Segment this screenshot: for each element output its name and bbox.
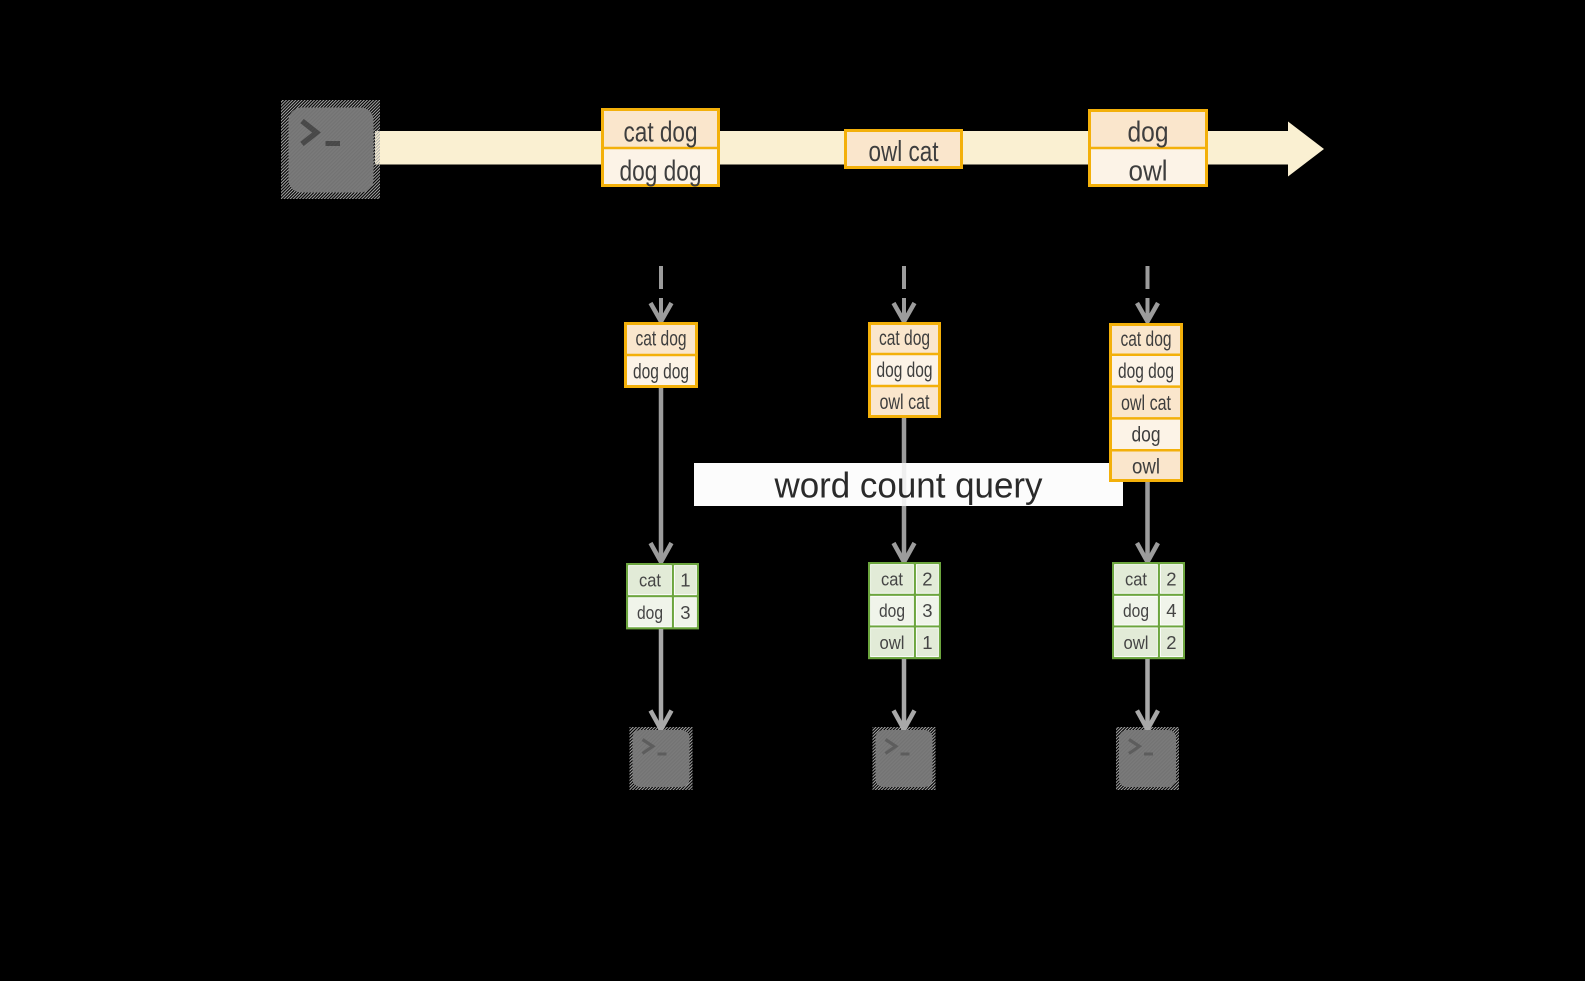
svg-text:3: 3 — [922, 600, 932, 621]
svg-text:cat dog: cat dog — [1121, 328, 1172, 351]
svg-text:cat dog: cat dog — [624, 117, 698, 149]
svg-text:dog dog: dog dog — [877, 359, 933, 382]
svg-text:dog dog: dog dog — [620, 156, 702, 188]
svg-text:2: 2 — [922, 568, 932, 589]
svg-text:dog dog: dog dog — [633, 361, 689, 384]
svg-text:2: 2 — [1166, 568, 1176, 589]
svg-text:dog: dog — [1123, 600, 1149, 621]
svg-text:dog: dog — [637, 602, 663, 623]
svg-text:owl: owl — [1124, 632, 1149, 653]
svg-text:owl cat: owl cat — [1121, 392, 1171, 415]
svg-text:owl cat: owl cat — [880, 391, 930, 414]
svg-text:3: 3 — [680, 602, 690, 623]
svg-text:cat: cat — [639, 570, 661, 591]
svg-text:dog: dog — [1128, 117, 1169, 149]
svg-text:4: 4 — [1166, 600, 1176, 621]
svg-text:dog: dog — [879, 600, 905, 621]
svg-text:word count query: word count query — [774, 465, 1043, 506]
svg-text:2: 2 — [1166, 632, 1176, 653]
svg-text:owl: owl — [1132, 456, 1160, 479]
svg-text:dog dog: dog dog — [1118, 360, 1174, 383]
svg-text:cat dog: cat dog — [636, 328, 687, 351]
svg-text:cat: cat — [881, 568, 903, 589]
svg-text:owl: owl — [880, 632, 905, 653]
svg-text:cat dog: cat dog — [879, 327, 930, 350]
svg-text:owl cat: owl cat — [869, 136, 939, 168]
svg-text:owl: owl — [1129, 156, 1168, 188]
svg-text:cat: cat — [1125, 568, 1147, 589]
svg-text:dog: dog — [1132, 424, 1161, 447]
svg-text:1: 1 — [680, 570, 690, 591]
svg-text:1: 1 — [922, 632, 932, 653]
